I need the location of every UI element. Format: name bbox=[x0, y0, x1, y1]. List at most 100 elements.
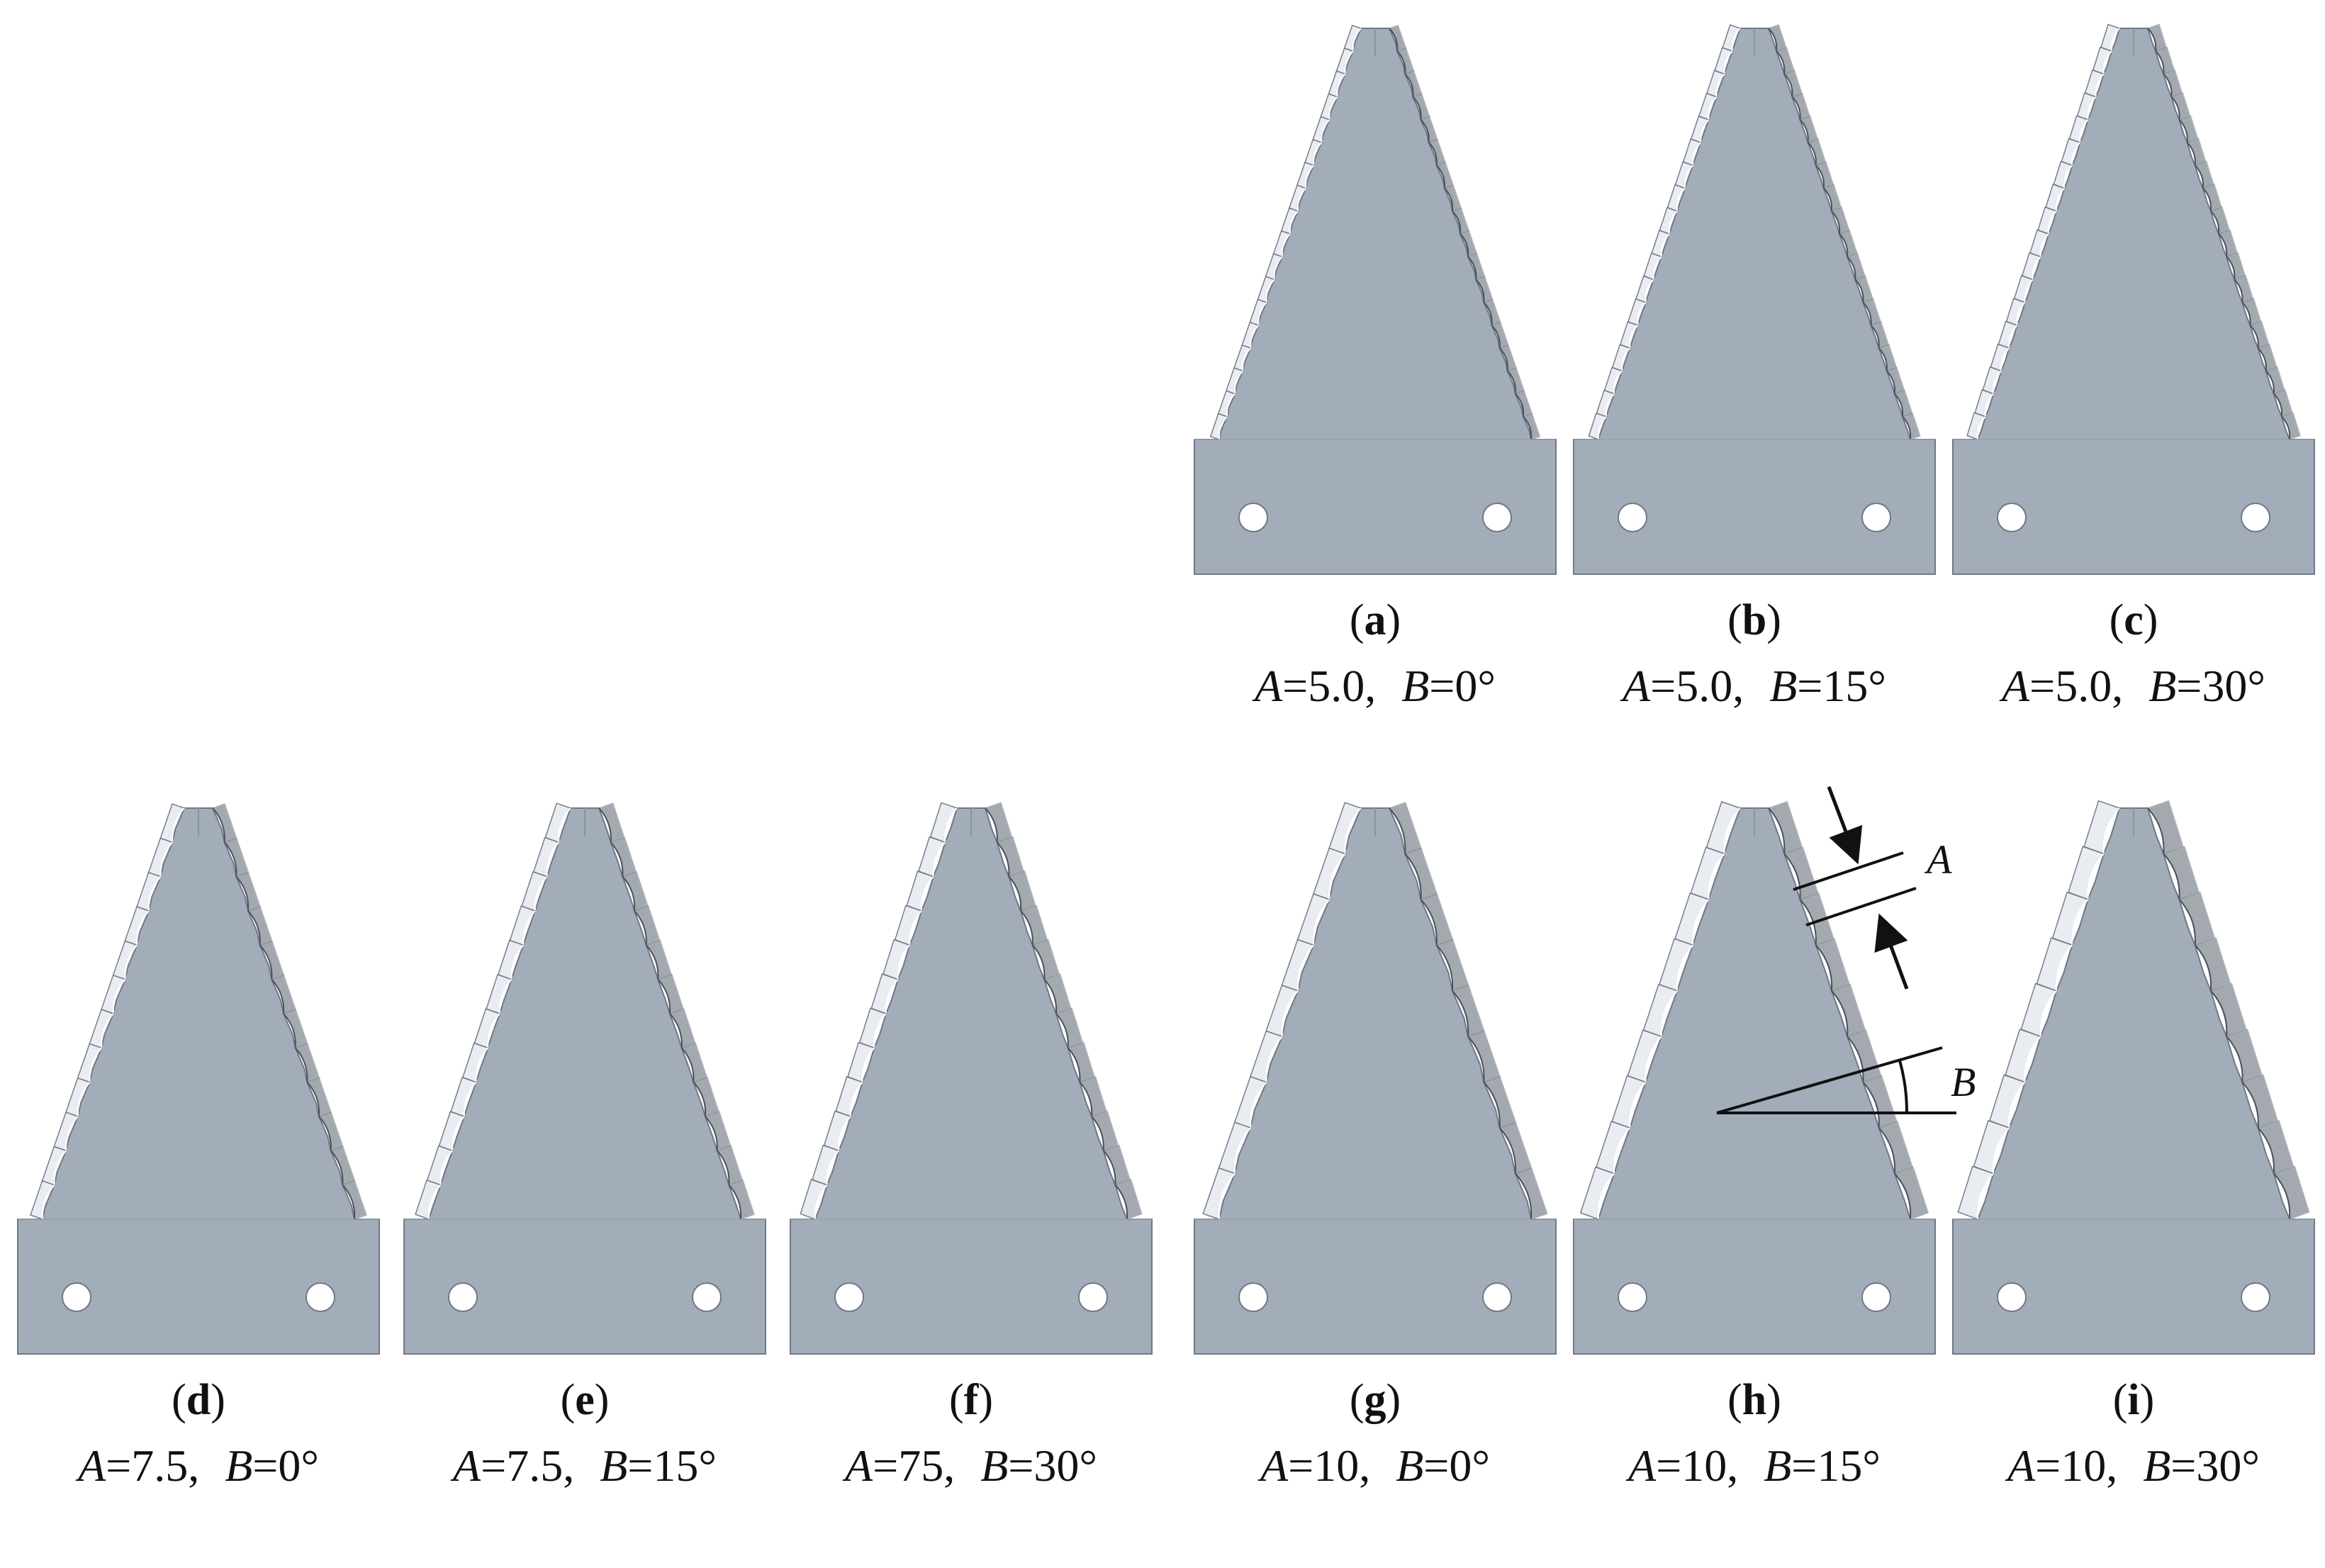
serration-edge-right-f bbox=[985, 807, 998, 843]
serration-edge-left-b bbox=[1715, 73, 1725, 97]
serration-edge-right-c bbox=[2178, 119, 2188, 143]
serration-edge-right-c bbox=[2265, 370, 2275, 394]
serration-edge-right-c bbox=[2273, 393, 2283, 417]
serration-edge-left-g bbox=[1296, 944, 1315, 991]
panel-params-b: A=5.0,B=15° bbox=[1623, 661, 1886, 711]
serration-edge-left-b bbox=[1676, 187, 1686, 211]
serration-edge-left-a bbox=[1321, 119, 1330, 143]
serration-edge-left-f bbox=[861, 1047, 875, 1082]
serration-edge-left-f bbox=[838, 1116, 851, 1151]
serration-edge-right-f bbox=[1079, 1082, 1093, 1117]
serration-edge-right-d bbox=[318, 1116, 332, 1151]
mounting-hole-1-d bbox=[62, 1282, 91, 1312]
mounting-hole-2-f bbox=[1078, 1282, 1108, 1312]
serration-edge-left-d bbox=[159, 841, 174, 877]
serration-edge-left-d bbox=[172, 807, 185, 843]
serration-edge-right-g bbox=[1435, 944, 1454, 991]
serration-edge-right-g bbox=[1515, 1172, 1533, 1220]
panel-params-i: A=10,B=30° bbox=[2007, 1440, 2260, 1491]
serration-edge-right-a bbox=[1498, 347, 1508, 371]
serration-edge-left-c bbox=[2024, 279, 2034, 303]
serration-edge-right-i bbox=[2241, 1082, 2259, 1129]
serration-edge-left-c bbox=[2110, 28, 2120, 52]
serration-edge-right-d bbox=[223, 841, 237, 877]
serration-edge-right-d bbox=[342, 1185, 356, 1220]
serration-edge-right-e bbox=[705, 1116, 718, 1151]
serration-edge-left-f bbox=[885, 979, 899, 1014]
serration-edge-left-i bbox=[2087, 853, 2105, 900]
serration-edge-left-h bbox=[1645, 1036, 1662, 1082]
serration-edge-left-f bbox=[814, 1185, 828, 1220]
serration-edge-left-a bbox=[1233, 370, 1244, 394]
serration-edge-right-b bbox=[1807, 142, 1817, 166]
serration-edge-left-e bbox=[452, 1116, 465, 1151]
panel-params-a: A=5.0,B=0° bbox=[1255, 661, 1496, 711]
serration-edge-left-a bbox=[1242, 347, 1252, 371]
serration-edge-left-e bbox=[558, 807, 571, 843]
serration-edge-right-i bbox=[2273, 1172, 2291, 1220]
serration-edge-left-d bbox=[89, 1047, 103, 1082]
serration-edge-right-f bbox=[1114, 1185, 1128, 1220]
mounting-hole-2-d bbox=[306, 1282, 335, 1312]
serration-edge-left-a bbox=[1352, 28, 1362, 52]
serration-edge-left-f bbox=[944, 807, 958, 843]
serration-edge-left-c bbox=[2102, 50, 2112, 74]
blade-g bbox=[1194, 802, 1557, 1355]
serration-edge-right-f bbox=[1067, 1047, 1081, 1082]
serration-edge-right-i bbox=[2210, 990, 2228, 1037]
serration-edge-left-a bbox=[1313, 142, 1323, 166]
serration-edge-right-b bbox=[1878, 347, 1888, 371]
panel-i: (i) A=10,B=30° bbox=[1949, 800, 2318, 1494]
serration-edge-right-d bbox=[212, 807, 225, 843]
serration-edge-left-h bbox=[1723, 807, 1741, 854]
serration-edge-right-e bbox=[728, 1185, 742, 1220]
serration-edge-left-c bbox=[2000, 347, 2010, 371]
serration-edge-right-b bbox=[1902, 416, 1912, 440]
mounting-hole-2-h bbox=[1861, 1282, 1891, 1312]
serration-edge-right-f bbox=[1055, 1013, 1069, 1048]
serration-edge-left-e bbox=[427, 1185, 442, 1220]
serration-edge-right-a bbox=[1420, 119, 1430, 143]
serration-edge-left-e bbox=[439, 1150, 454, 1185]
serration-edge-right-i bbox=[2147, 807, 2165, 854]
serration-edge-left-g bbox=[1328, 853, 1346, 900]
serration-edge-right-i bbox=[2226, 1036, 2243, 1082]
panel-label-i: (i) bbox=[2112, 1376, 2155, 1424]
serration-edge-right-g bbox=[1404, 853, 1422, 900]
serration-edge-left-h bbox=[1613, 1127, 1631, 1174]
serration-edge-right-e bbox=[716, 1150, 730, 1185]
panel-params-d: A=7.5,B=0° bbox=[78, 1440, 319, 1491]
serration-edge-left-g bbox=[1218, 1172, 1236, 1220]
blade-a bbox=[1194, 24, 1557, 575]
panel-b: (b) A=5.0,B=15° bbox=[1570, 21, 1939, 715]
serration-edge-right-c bbox=[2257, 347, 2267, 371]
serration-edge-right-e bbox=[645, 944, 659, 980]
serration-edge-left-f bbox=[897, 944, 911, 980]
serration-edge-left-d bbox=[53, 1150, 67, 1185]
serration-edge-right-b bbox=[1839, 233, 1849, 257]
serration-edge-right-a bbox=[1452, 211, 1462, 235]
serration-edge-right-b bbox=[1854, 279, 1864, 303]
serration-edge-right-b bbox=[1768, 28, 1778, 52]
serration-edge-left-b bbox=[1597, 416, 1607, 440]
blade-f bbox=[790, 802, 1153, 1355]
serration-edge-right-b bbox=[1791, 96, 1801, 121]
mounting-hole-1-b bbox=[1618, 503, 1647, 532]
panel-params-c: A=5.0,B=30° bbox=[2002, 661, 2265, 711]
serration-edge-left-e bbox=[487, 1013, 500, 1048]
serration-edge-left-d bbox=[77, 1082, 91, 1117]
serration-edge-left-b bbox=[1613, 370, 1623, 394]
serration-edge-left-b bbox=[1621, 347, 1631, 371]
panel-label-f: (f) bbox=[949, 1376, 993, 1424]
panel-label-a: (a) bbox=[1349, 596, 1401, 644]
serration-edge-left-a bbox=[1257, 302, 1267, 326]
serration-edge-right-c bbox=[2186, 142, 2196, 166]
mounting-hole-2-a bbox=[1482, 503, 1512, 532]
serration-edge-left-g bbox=[1281, 990, 1299, 1037]
serration-edge-right-f bbox=[1031, 944, 1046, 980]
blade-c bbox=[1952, 23, 2315, 575]
serration-edge-left-f bbox=[849, 1082, 863, 1117]
serration-edge-left-c bbox=[2008, 325, 2018, 349]
panel-g: (g) A=10,B=0° bbox=[1191, 801, 1559, 1494]
serration-edge-right-b bbox=[1783, 73, 1793, 97]
